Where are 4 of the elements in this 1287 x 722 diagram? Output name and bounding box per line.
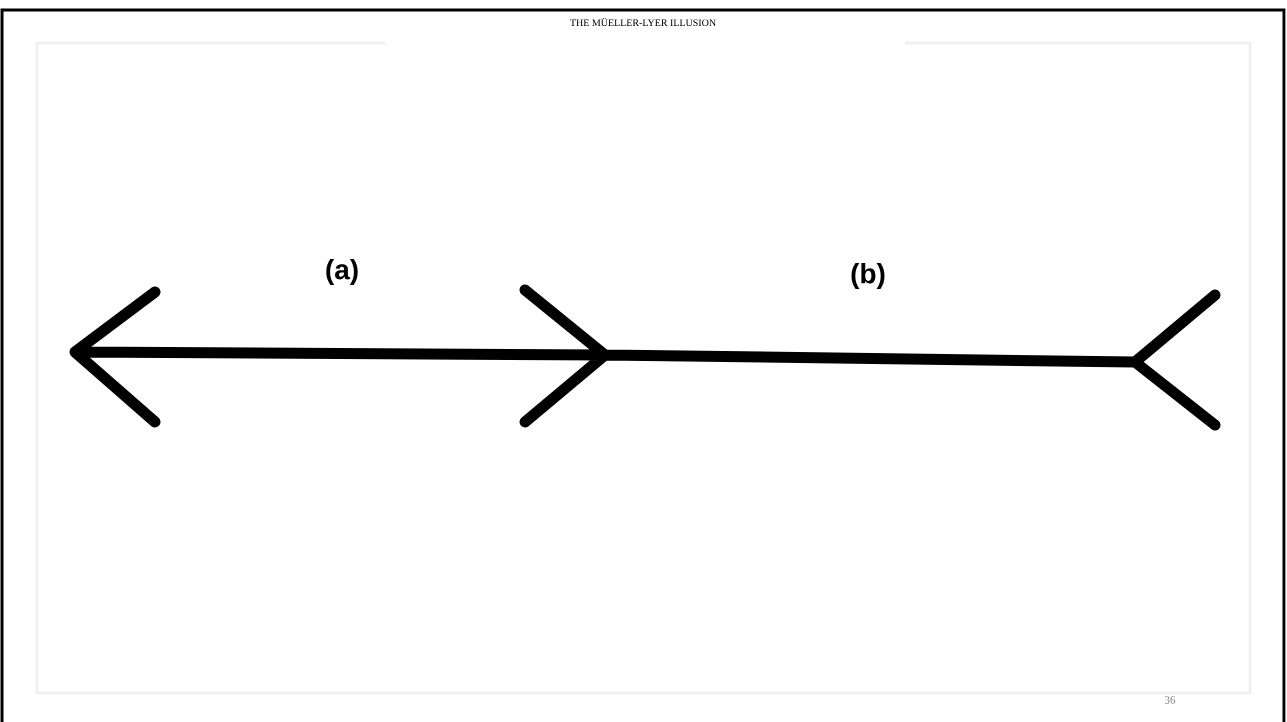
figure-label: (b)	[851, 262, 885, 290]
page-number: 36	[1165, 696, 1176, 704]
slide-title: THE MÜELLER-LYER ILLUSION	[570, 17, 716, 27]
figure-label: (a)	[326, 258, 358, 286]
